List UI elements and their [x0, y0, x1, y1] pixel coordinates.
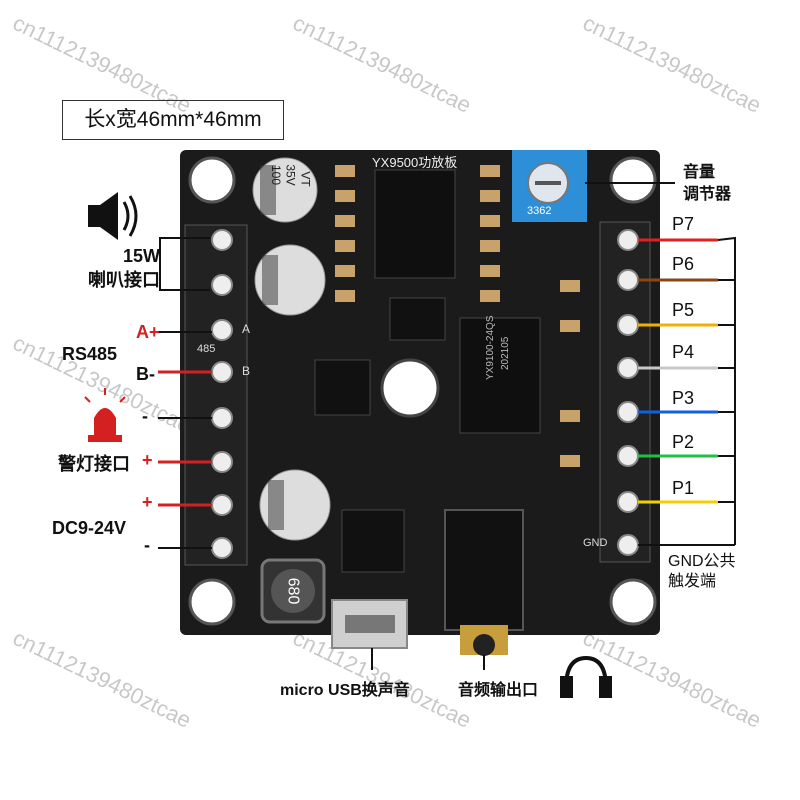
b-minus-label: B-	[136, 364, 155, 384]
chip-date-label: 202105	[500, 336, 511, 370]
silk-gnd: GND	[583, 537, 608, 549]
audio-jack	[444, 509, 524, 631]
mounting-holes	[188, 156, 657, 626]
gnd-label: GND公共 触发端	[668, 553, 736, 590]
chip-left	[314, 359, 371, 416]
pin-p5: P5	[672, 300, 695, 320]
silk-a: A	[242, 322, 251, 336]
chip-mid	[389, 297, 446, 341]
speaker-label: 15W 喇叭接口	[88, 246, 160, 290]
alarm-minus-label: -	[142, 406, 148, 426]
pin-p1: P1	[672, 478, 695, 498]
pot-number: 3362	[527, 205, 552, 217]
audio-out-label: 音频输出口	[458, 682, 539, 699]
left-terminals	[184, 224, 248, 566]
chip-top	[374, 169, 456, 279]
inductor-label: 680	[284, 577, 302, 605]
alarm-plus-label: +	[142, 450, 153, 470]
center-hole	[380, 358, 440, 418]
usb-label: micro USB换声音	[280, 682, 410, 699]
cap-voltage-1: 35V	[283, 164, 298, 186]
chip-yx9100-label: YX9100-24QS	[485, 315, 496, 381]
silk-485: 485	[197, 343, 216, 355]
alarm-light-icon	[84, 388, 126, 442]
pin-p3: P3	[672, 388, 695, 408]
a-plus-label: A+	[136, 322, 160, 342]
cap-label-1: 100	[269, 164, 284, 186]
headphones-icon	[560, 655, 612, 698]
dc-label: DC9-24V	[52, 518, 127, 538]
pin-p6: P6	[672, 254, 695, 274]
chip-regulator	[341, 509, 405, 573]
dc-plus-label: +	[142, 492, 153, 512]
pin-p2: P2	[672, 432, 695, 452]
right-terminals	[599, 221, 651, 563]
pin-p7: P7	[672, 214, 695, 234]
dimension-label: 长x宽46mm*46mm	[62, 100, 284, 140]
chip-yx9100	[459, 317, 541, 434]
volume-label: 音量 调节器	[683, 164, 732, 203]
silk-b: B	[242, 364, 251, 378]
rs485-label: RS485	[62, 344, 118, 364]
speaker-icon	[88, 192, 138, 240]
board-title: YX9500功放板	[372, 155, 458, 170]
pin-p4: P4	[672, 342, 695, 362]
capacitors	[252, 157, 331, 541]
cap-series-1: VT	[298, 171, 313, 187]
dc-minus-label: -	[144, 535, 150, 555]
alarm-label: 警灯接口	[58, 454, 130, 474]
